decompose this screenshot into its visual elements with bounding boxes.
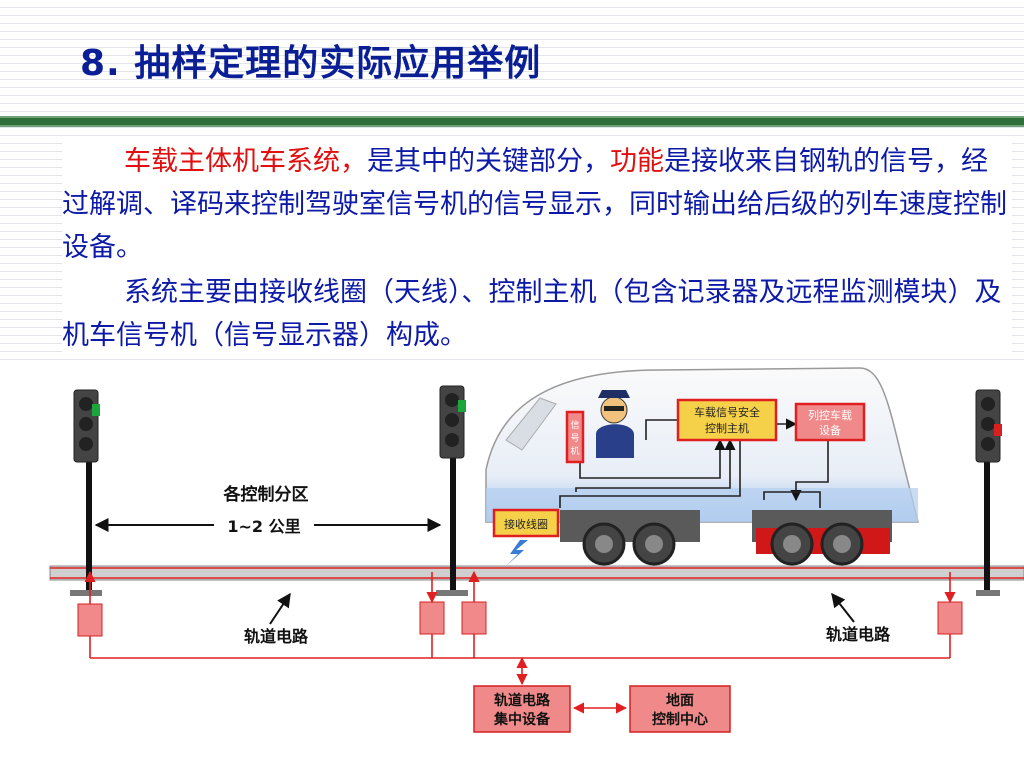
wheel-1-hub: [595, 535, 613, 553]
onboard-wiring: [559, 418, 829, 508]
track-circuit-box-3: [461, 601, 487, 635]
speed-control-line2: 设备: [819, 423, 841, 437]
signal-machine-char-1: 信: [570, 419, 579, 431]
section-label: 各控制分区: [223, 484, 309, 505]
signal-post-left: [70, 389, 102, 596]
track-circuit-box-1: [77, 603, 103, 637]
central-equipment-line1: 轨道电路: [494, 692, 551, 709]
signal-bolt-icon: [506, 540, 528, 566]
ground-control-line2: 控制中心: [652, 711, 708, 728]
paragraph-2: 系统主要由接收线圈（天线）、控制主机（包含记录器及远程监测模块）及机车信号机（信…: [62, 277, 1002, 351]
onboard-host-box: 车载信号安全 控制主机: [676, 398, 778, 442]
track-circuit-label-right: 轨道电路: [826, 625, 891, 644]
receive-coil-label: 接收线圈: [504, 517, 548, 531]
para1-highlight-system: 车载主体机车系统，: [124, 146, 367, 177]
green-light-icon: [92, 404, 100, 416]
wheel-3-hub: [783, 535, 801, 553]
central-equipment-box: 轨道电路 集中设备: [473, 685, 571, 733]
signal-machine-char-3: 机: [570, 445, 579, 457]
track-circuit-wiring: [84, 570, 956, 714]
body-text: 车载主体机车系统，是其中的关键部分，功能是接收来自钢轨的信号，经过解调、译码来控…: [62, 140, 1012, 359]
slide-title: 8. 抽样定理的实际应用举例: [80, 43, 542, 84]
distance-label-bg: [214, 515, 314, 537]
track-circuit-box-2: [419, 601, 445, 635]
onboard-host-line2: 控制主机: [705, 421, 749, 435]
green-light-icon: [458, 400, 466, 412]
track-circuit-pointer-right: [831, 592, 855, 623]
distance-label: 1~2 公里: [227, 517, 300, 536]
red-light-icon: [994, 424, 1002, 436]
wheel-4-hub: [833, 535, 851, 553]
title-divider: [0, 116, 1024, 127]
driver-icon: [596, 390, 634, 458]
signal-machine-char-2: 号: [570, 433, 579, 444]
track-circuit-box-4: [937, 601, 963, 635]
signal-post-middle: [436, 385, 468, 596]
signal-machine-box: 信 号 机: [565, 410, 585, 464]
ground-control-line1: 地面: [666, 692, 694, 709]
para1-text-a: 是其中的关键部分，: [367, 146, 610, 177]
track-circuit-label-left: 轨道电路: [244, 627, 309, 646]
speed-control-box: 列控车载 设备: [794, 402, 866, 442]
central-equipment-line2: 集中设备: [493, 711, 551, 728]
bogie-front: [560, 510, 700, 542]
train-signal-diagram: 各控制分区 1~2 公里 轨道电路 轨道电路 轨道电路 集中设备 地面 控制中心: [0, 360, 1024, 768]
signal-post-right: [975, 389, 1002, 596]
ground-control-box: 地面 控制中心: [629, 685, 731, 733]
paragraph-1: 车载主体机车系统，是其中的关键部分，功能是接收来自钢轨的信号，经过解调、译码来控…: [62, 140, 1012, 269]
receive-coil-box: 接收线圈: [492, 508, 560, 538]
train-windshield: [505, 397, 557, 451]
track-bed: [49, 565, 1024, 581]
onboard-host-line1: 车载信号安全: [694, 405, 760, 419]
para1-text-b: 是接收来自钢轨的信号，经过解调、译码来控制驾驶室信号机的信号显示，同时输出给后级…: [62, 146, 1007, 263]
track-circuit-pointer-left: [269, 592, 291, 625]
wheel-2-hub: [645, 535, 663, 553]
speed-control-line1: 列控车载: [808, 408, 852, 422]
para1-highlight-function: 功能: [610, 146, 664, 177]
